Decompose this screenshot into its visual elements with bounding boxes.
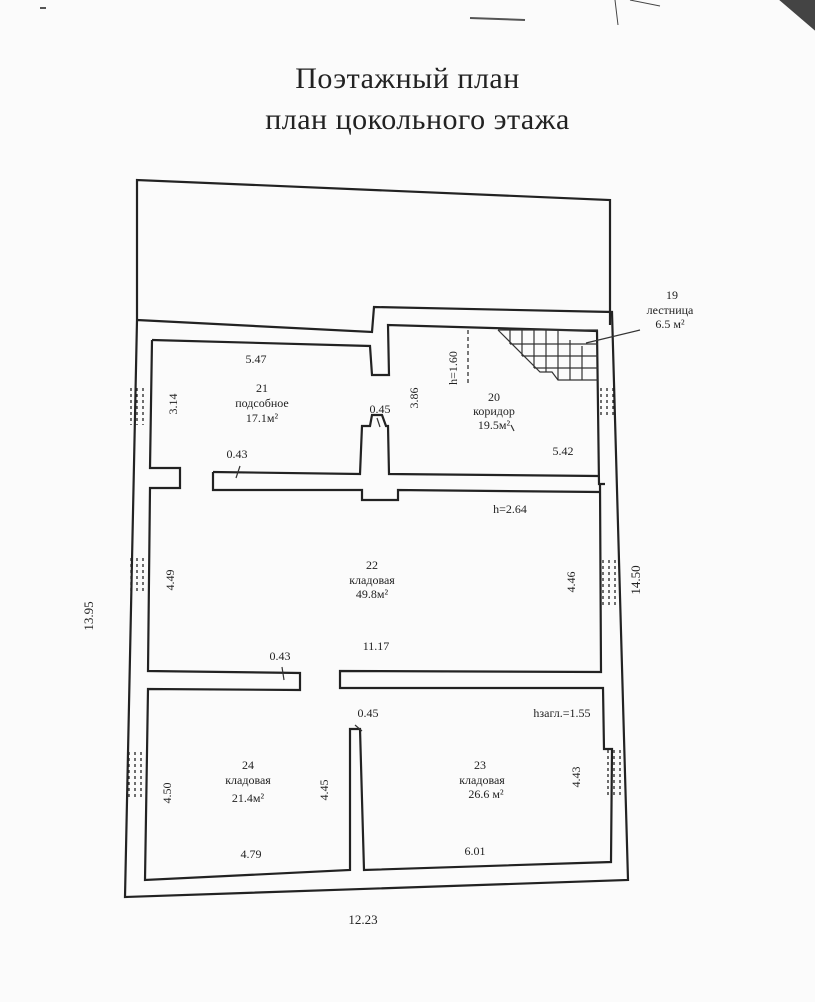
dimension-tick [510,424,515,432]
dimension-label: 4.50 [160,783,174,804]
dimension-label: 6.01 [465,844,486,858]
dimension-label: 4.43 [569,767,583,788]
room-21-number: 21 [256,381,268,395]
dimension-label: 13.95 [81,601,96,630]
room-19-name: лестница [647,303,694,317]
room-21-name: подсобное [235,396,289,410]
dimension-tick [376,417,381,428]
dimension-tick [354,724,363,732]
upper-area-outline [135,178,612,325]
room-23-number: 23 [474,758,486,772]
window-markers [128,388,621,800]
plan-title: Поэтажный план [295,62,520,95]
room-22-number: 22 [366,558,378,572]
dimension-label: 0.43 [227,447,248,461]
dimension-label: 0.43 [270,649,291,663]
dimension-label: h=1.60 [446,351,460,385]
dimension-label: 0.45 [370,402,391,416]
dimension-label: 11.17 [363,639,390,653]
dimension-label: 4.49 [163,570,177,591]
dimension-label: 4.45 [317,780,331,801]
scan-corner-shadow [614,0,815,31]
room-24-name: кладовая [225,773,271,787]
dimension-label: 12.23 [348,912,377,927]
room-20-name: коридор [473,404,515,418]
dimension-label: 0.45 [358,706,379,720]
dimension-label: 4.46 [564,572,578,593]
room-19-area: 6.5 м² [655,317,685,331]
room-19-number: 19 [666,288,678,302]
room-24-area: 21.4м² [232,791,265,805]
dimension-label: 5.42 [553,444,574,458]
staircase [497,329,598,381]
room-22-area: 49.8м² [356,587,389,601]
dimension-label: 5.47 [246,352,267,366]
dimension-label: 3.86 [407,388,421,409]
staircase-leader-line [585,329,641,344]
plan-subtitle: план цокольного этажа [265,103,570,136]
room-23-area: 26.6 м² [468,787,504,801]
scan-mark [469,17,526,21]
room-23-name: кладовая [459,773,505,787]
dimension-label: 3.14 [166,394,180,415]
outer-wall [123,305,630,899]
room-22-name: кладовая [349,573,395,587]
dimension-label: 4.79 [241,847,262,861]
room-21-area: 17.1м² [246,411,279,425]
room-20-number: 20 [488,390,500,404]
room-24-number: 24 [242,758,254,772]
dimension-tick [281,666,285,681]
dimension-label: 14.50 [628,565,643,594]
interior-walls [143,339,614,882]
dimension-label: h=2.64 [493,502,527,516]
dimension-tick [235,465,241,479]
room-20-area: 19.5м² [478,418,511,432]
dimension-label: hзагл.=1.55 [533,706,590,720]
